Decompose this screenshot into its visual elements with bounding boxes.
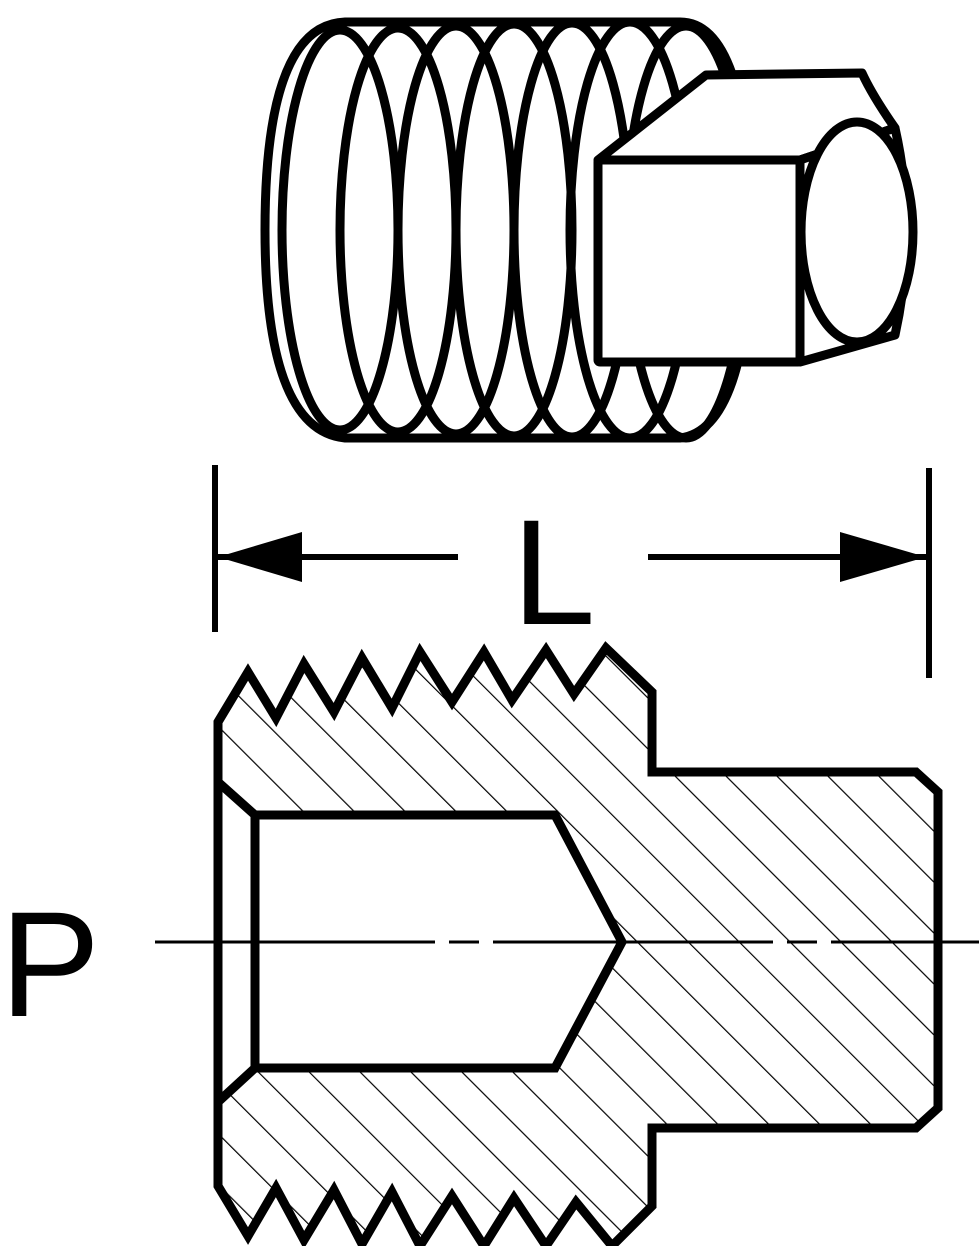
arrowhead-left	[218, 532, 302, 582]
length-dimension	[212, 465, 932, 678]
arrowhead-right	[840, 532, 926, 582]
mouth-chamfer-bottom	[215, 1065, 258, 1105]
square-head	[593, 68, 918, 367]
square-head-front-face	[593, 155, 805, 367]
length-label: L	[512, 488, 595, 656]
plug-section	[213, 641, 943, 1246]
plug-pictorial	[260, 17, 918, 443]
square-head-end-chamfer	[796, 117, 918, 347]
thread-label: P	[0, 880, 100, 1048]
mouth-chamfer-top	[215, 779, 258, 818]
